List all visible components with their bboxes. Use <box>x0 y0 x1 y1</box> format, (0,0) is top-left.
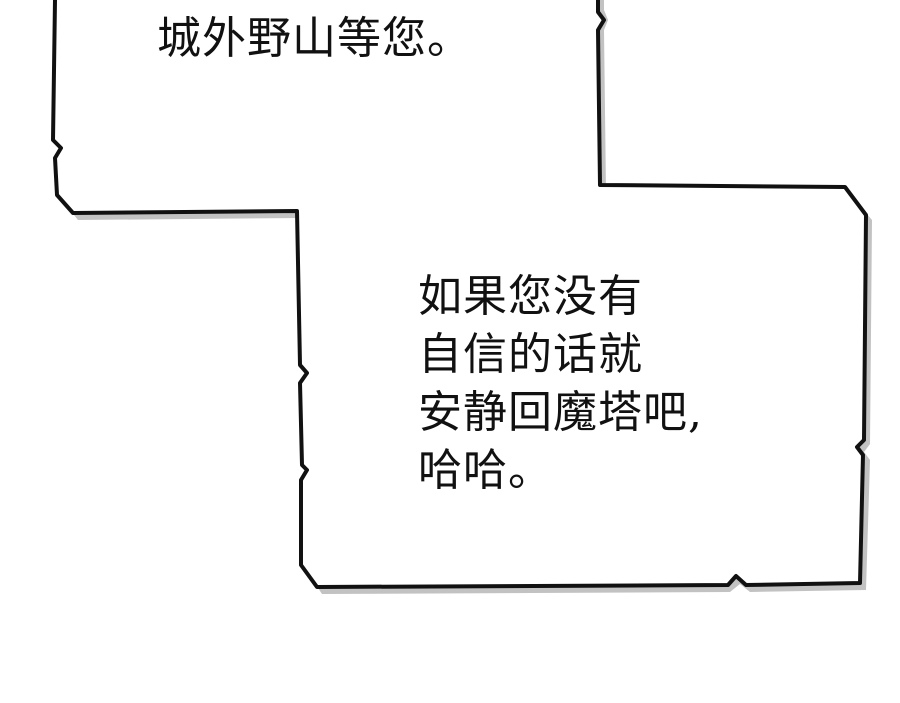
speech-line: 如果您没有 <box>418 271 643 322</box>
speech-text-2: 如果您没有 自信的话就 安静回魔塔吧, 哈哈。 <box>418 268 703 500</box>
speech-box <box>51 0 868 589</box>
speech-line: 城外野山等您。 <box>157 13 472 64</box>
speech-line: 哈哈。 <box>418 445 553 496</box>
speech-text-1: 城外野山等您。 <box>157 0 472 68</box>
speech-line: 安静回魔塔吧, <box>418 387 703 438</box>
speech-line: 自信的话就 <box>418 329 643 380</box>
